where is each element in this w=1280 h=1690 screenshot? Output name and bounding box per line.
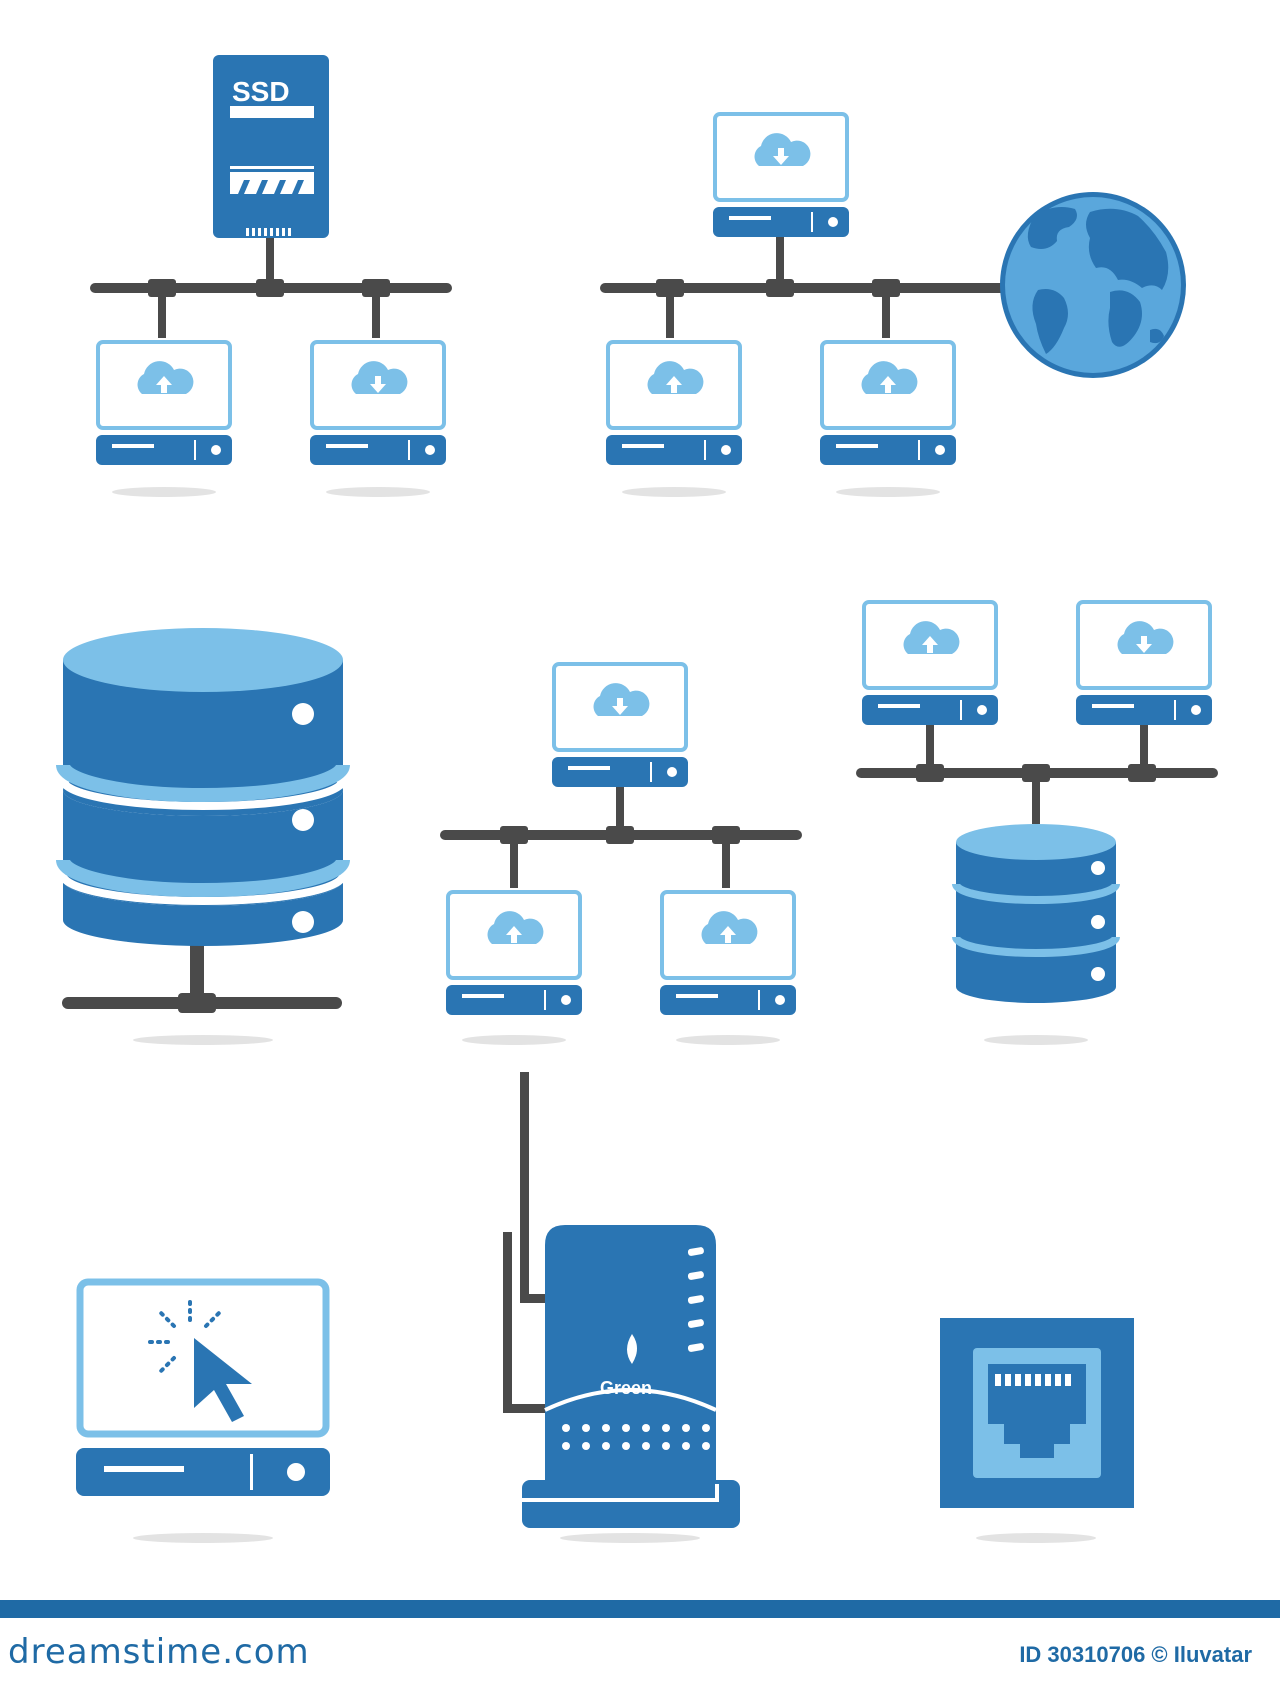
cursor-click-icon <box>146 1298 252 1422</box>
ethernet-port-icon <box>940 1318 1134 1543</box>
ssd-label: SSD <box>232 76 290 107</box>
network-icons-artwork: SSD <box>56 55 1218 1543</box>
image-credit: ID 30310706 © Iluvatar <box>1019 1642 1252 1667</box>
database-server-icon <box>56 628 350 1045</box>
globe-icon <box>1000 192 1186 378</box>
three-computer-network <box>440 664 802 1045</box>
leaf-icon <box>627 1334 637 1364</box>
computers-to-database-network <box>856 602 1218 1045</box>
computer-click-icon <box>76 1278 330 1543</box>
wireless-router-icon: Green <box>503 1072 740 1543</box>
router-label: Green <box>600 1378 652 1398</box>
ssd-network-diagram: SSD <box>90 55 452 497</box>
footer-logo: dreamstime.com <box>8 1632 310 1672</box>
footer-bar <box>0 1600 1280 1618</box>
footer: dreamstime.com ID 30310706 © Iluvatar <box>0 1600 1280 1690</box>
internet-network-diagram <box>600 114 1186 497</box>
